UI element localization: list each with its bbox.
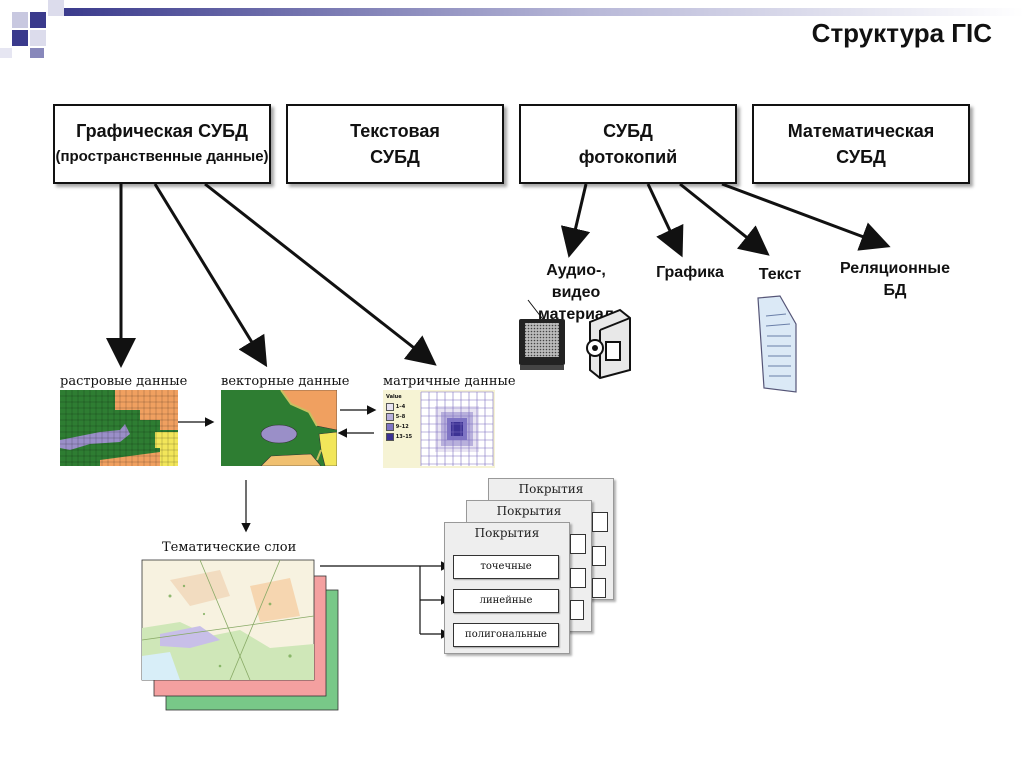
coverage-polygons: полигональные — [453, 623, 559, 647]
page-title: Структура ГІС — [811, 18, 992, 48]
photocopy-dbms-line2: фотокопий — [578, 147, 678, 167]
legend-item: 5–8 — [386, 412, 420, 422]
tv-icon — [519, 319, 565, 370]
legend-swatch — [386, 422, 394, 431]
legend-label: 1–4 — [395, 404, 406, 410]
legend-label: 9–12 — [395, 424, 409, 430]
coverage-middle-title: Покрытия — [496, 504, 562, 518]
graphic-dbms-subtitle: (пространственные данные) — [55, 148, 269, 165]
legend-label: 13–15 — [395, 434, 413, 440]
math-dbms-line1: Математическая — [787, 121, 935, 141]
video-camera-icon — [586, 308, 631, 380]
legend-swatch — [386, 402, 394, 411]
coverage-lines: линейные — [453, 589, 559, 613]
document-icon — [757, 295, 797, 393]
thematic-layers-label: Тематические слои — [162, 540, 297, 555]
coverage-layer-front: Покрытия точечные линейные полигональные — [444, 522, 570, 654]
coverage-back-title: Покрытия — [518, 482, 584, 496]
text-label: Текст — [758, 266, 802, 283]
legend-item: 13–15 — [386, 432, 420, 442]
legend-label: 5–8 — [395, 414, 406, 420]
math-dbms-box: Математическая СУБД — [752, 104, 970, 184]
thematic-layers-image — [141, 559, 339, 711]
header-bar — [0, 0, 1024, 58]
audio-video-label: Аудио-, видео материал — [538, 262, 614, 323]
legend-title: Value — [386, 394, 402, 400]
relational-db-label: Реляционные БД — [839, 260, 950, 299]
graphic-dbms-box: Графическая СУБД (пространственные данны… — [53, 104, 271, 184]
graphic-dbms-title: Графическая СУБД — [76, 121, 248, 141]
corner-squares-icon — [0, 0, 64, 58]
coverage-front-title: Покрытия — [474, 526, 540, 540]
coverage-slot — [592, 578, 606, 598]
legend-item: 9–12 — [386, 422, 420, 432]
coverage-slot — [570, 534, 586, 554]
coverage-points: точечные — [453, 555, 559, 579]
legend-swatch — [386, 432, 394, 441]
photocopy-dbms-box: СУБД фотокопий — [519, 104, 737, 184]
vector-label: векторные данные — [221, 374, 350, 389]
raster-map-image — [60, 390, 178, 466]
legend-swatch — [386, 412, 394, 421]
math-dbms-line2: СУБД — [836, 147, 886, 167]
coverage-slot — [592, 512, 608, 532]
matrix-grid-image — [383, 390, 495, 468]
legend-item: 1–4 — [386, 402, 420, 412]
text-dbms-line2: СУБД — [370, 147, 420, 167]
matrix-legend: Value 1–4 5–8 9–12 13–15 — [386, 392, 420, 442]
raster-label: растровые данные — [60, 374, 188, 389]
graphics-label: Графика — [656, 264, 724, 281]
coverage-slot — [570, 568, 586, 588]
vector-map-image — [221, 390, 337, 466]
text-dbms-box: Текстовая СУБД — [286, 104, 504, 184]
text-dbms-line1: Текстовая — [350, 121, 440, 141]
matrix-label: матричные данные — [383, 374, 516, 389]
coverage-slot — [570, 600, 584, 620]
coverage-slot — [592, 546, 606, 566]
photocopy-dbms-line1: СУБД — [603, 121, 653, 141]
